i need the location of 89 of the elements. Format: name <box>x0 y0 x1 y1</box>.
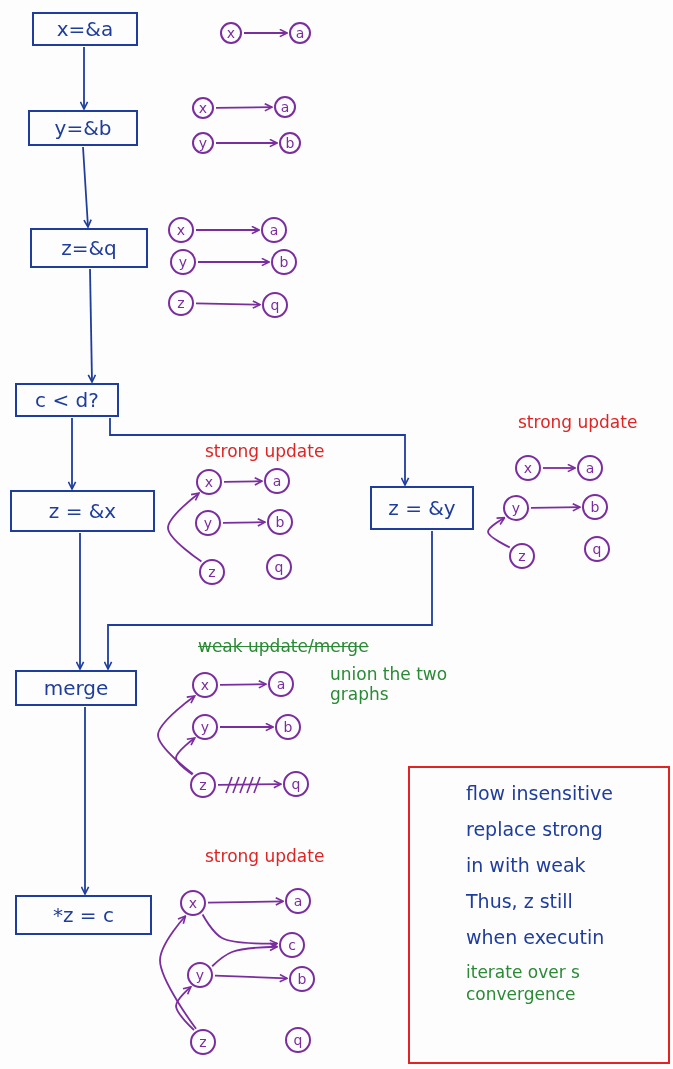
pointer-node: q <box>584 536 610 562</box>
arrow <box>109 417 410 486</box>
pointer-node: b <box>271 249 297 275</box>
statement-box: *z = c <box>15 895 152 935</box>
pointer-node: b <box>267 509 293 535</box>
arrow <box>197 257 270 267</box>
pointer-node: a <box>285 888 311 914</box>
statement-box: z = &x <box>10 490 155 532</box>
arrow <box>157 695 196 775</box>
statement-box: y=&b <box>28 110 138 146</box>
arrow <box>87 268 97 383</box>
statement-box: z=&q <box>30 228 148 268</box>
arrow <box>79 46 89 110</box>
arrow <box>211 942 278 968</box>
arrow <box>223 476 263 486</box>
pointer-node: a <box>289 22 311 44</box>
pointer-node: a <box>261 217 287 243</box>
arrow <box>80 706 90 895</box>
pointer-node: y <box>192 714 218 740</box>
pointer-node: c <box>279 932 305 958</box>
pointer-node: q <box>285 1027 311 1053</box>
annotation: strong update <box>205 846 325 866</box>
pointer-node: x <box>168 217 194 243</box>
arrow <box>82 146 92 228</box>
arrow <box>215 138 278 148</box>
pointer-node: y <box>192 132 214 154</box>
arrow <box>243 28 288 38</box>
arrow <box>103 530 433 670</box>
annotation: strong update <box>205 441 325 461</box>
arrow <box>530 502 581 512</box>
note-text: replace strong <box>466 818 604 840</box>
pointer-node: y <box>195 510 221 536</box>
pointer-node: z <box>509 543 535 569</box>
pointer-node: b <box>582 494 608 520</box>
pointer-node: y <box>503 495 529 521</box>
statement-box: x=&a <box>32 12 138 46</box>
note-text: Thus, z still <box>466 890 574 912</box>
arrow <box>201 913 278 949</box>
pointer-node: z <box>190 772 216 798</box>
arrow <box>75 532 85 670</box>
pointer-node: a <box>264 468 290 494</box>
pointer-node: q <box>262 292 288 318</box>
arrow <box>487 516 511 549</box>
pointer-node: z <box>168 290 194 316</box>
arrow <box>195 300 261 309</box>
note-text: flow insensitive <box>466 782 614 804</box>
pointer-node: x <box>192 672 218 698</box>
arrow <box>219 679 267 689</box>
annotation: strong update <box>518 412 638 432</box>
note-text: convergence <box>466 984 577 1004</box>
arrow <box>219 722 274 732</box>
statement-box: c < d? <box>15 383 119 417</box>
statement-box: z = &y <box>370 486 474 530</box>
struck-note: weak update/merge <box>198 636 369 656</box>
arrow <box>222 517 266 527</box>
pointer-node: x <box>192 97 214 119</box>
note-text: iterate over s <box>466 962 581 982</box>
pointer-node: x <box>180 890 206 916</box>
pointer-node: y <box>170 249 196 275</box>
pointer-node: b <box>289 966 315 992</box>
note-box <box>408 766 670 1064</box>
arrow <box>214 973 288 983</box>
arrow <box>195 225 260 235</box>
annotation: union the two graphs <box>330 664 449 704</box>
pointer-node: a <box>274 96 296 118</box>
pointer-node: a <box>577 455 603 481</box>
note-text: in with weak <box>466 854 587 876</box>
note-text: when executin <box>466 926 606 948</box>
pointer-node: b <box>279 132 301 154</box>
pointer-node: x <box>515 455 541 481</box>
arrow <box>175 737 196 776</box>
pointer-node: x <box>220 22 242 44</box>
arrow <box>175 985 195 1031</box>
arrow <box>215 102 273 112</box>
arrow <box>67 417 77 490</box>
pointer-node: x <box>196 469 222 495</box>
arrow <box>159 915 197 1030</box>
arrow <box>167 492 203 563</box>
statement-box: merge <box>15 670 137 706</box>
pointer-node: a <box>268 671 294 697</box>
pointer-node: y <box>187 962 213 988</box>
pointer-node: q <box>266 554 292 580</box>
pointer-node: z <box>190 1029 216 1055</box>
arrow <box>217 779 282 789</box>
pointer-node: b <box>275 714 301 740</box>
arrow <box>207 897 284 906</box>
arrow <box>542 463 576 473</box>
pointer-node: q <box>283 771 309 797</box>
pointer-node: z <box>199 559 225 585</box>
